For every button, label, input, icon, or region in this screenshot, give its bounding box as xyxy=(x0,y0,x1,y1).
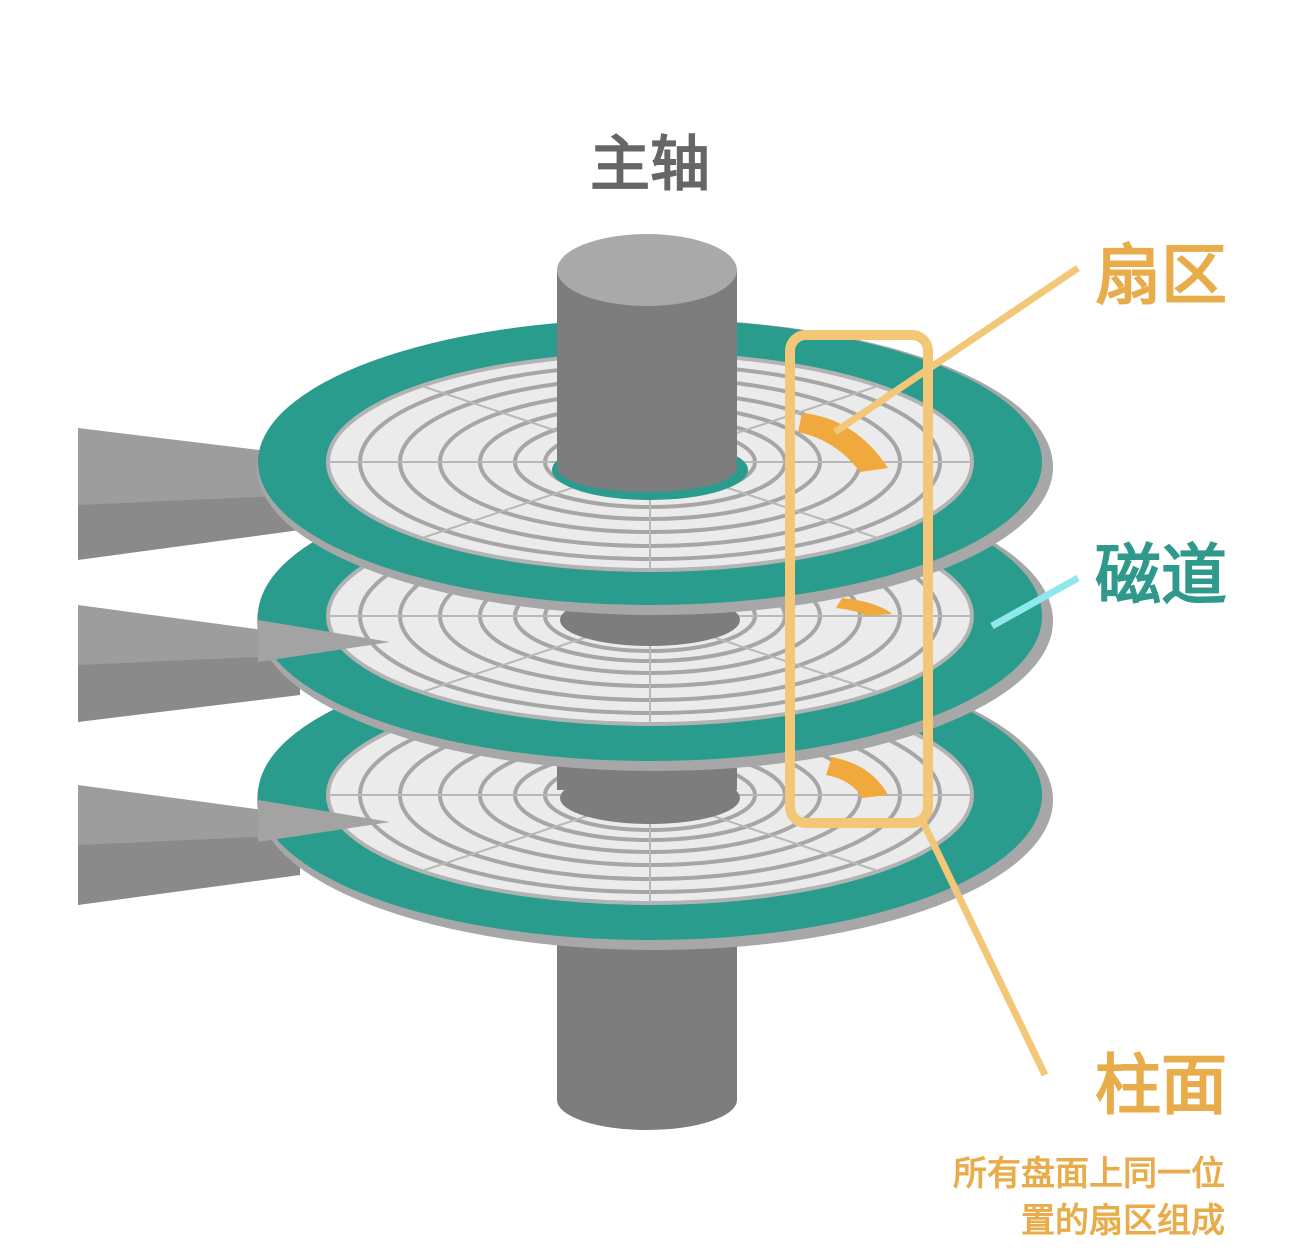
cylinder-note-line-2: 置的扇区组成 xyxy=(1021,1201,1225,1241)
track-leader-line xyxy=(990,574,1080,630)
cylinder-label: 柱面 xyxy=(1095,1047,1227,1124)
cylinder-frame xyxy=(785,330,933,828)
cylinder-leader-line xyxy=(918,818,1049,1077)
sector-1 xyxy=(798,413,888,472)
spindle-label: 主轴 xyxy=(590,130,710,200)
sector-3 xyxy=(826,757,888,798)
spindle-top-cap xyxy=(557,234,737,306)
track-label: 磁道 xyxy=(1095,537,1227,614)
spindle xyxy=(557,234,737,492)
cylinder-note-line-1: 所有盘面上同一位 xyxy=(953,1154,1225,1194)
sector-leader-line xyxy=(833,265,1080,435)
sector-2 xyxy=(836,598,892,616)
sector-label: 扇区 xyxy=(1095,237,1227,314)
